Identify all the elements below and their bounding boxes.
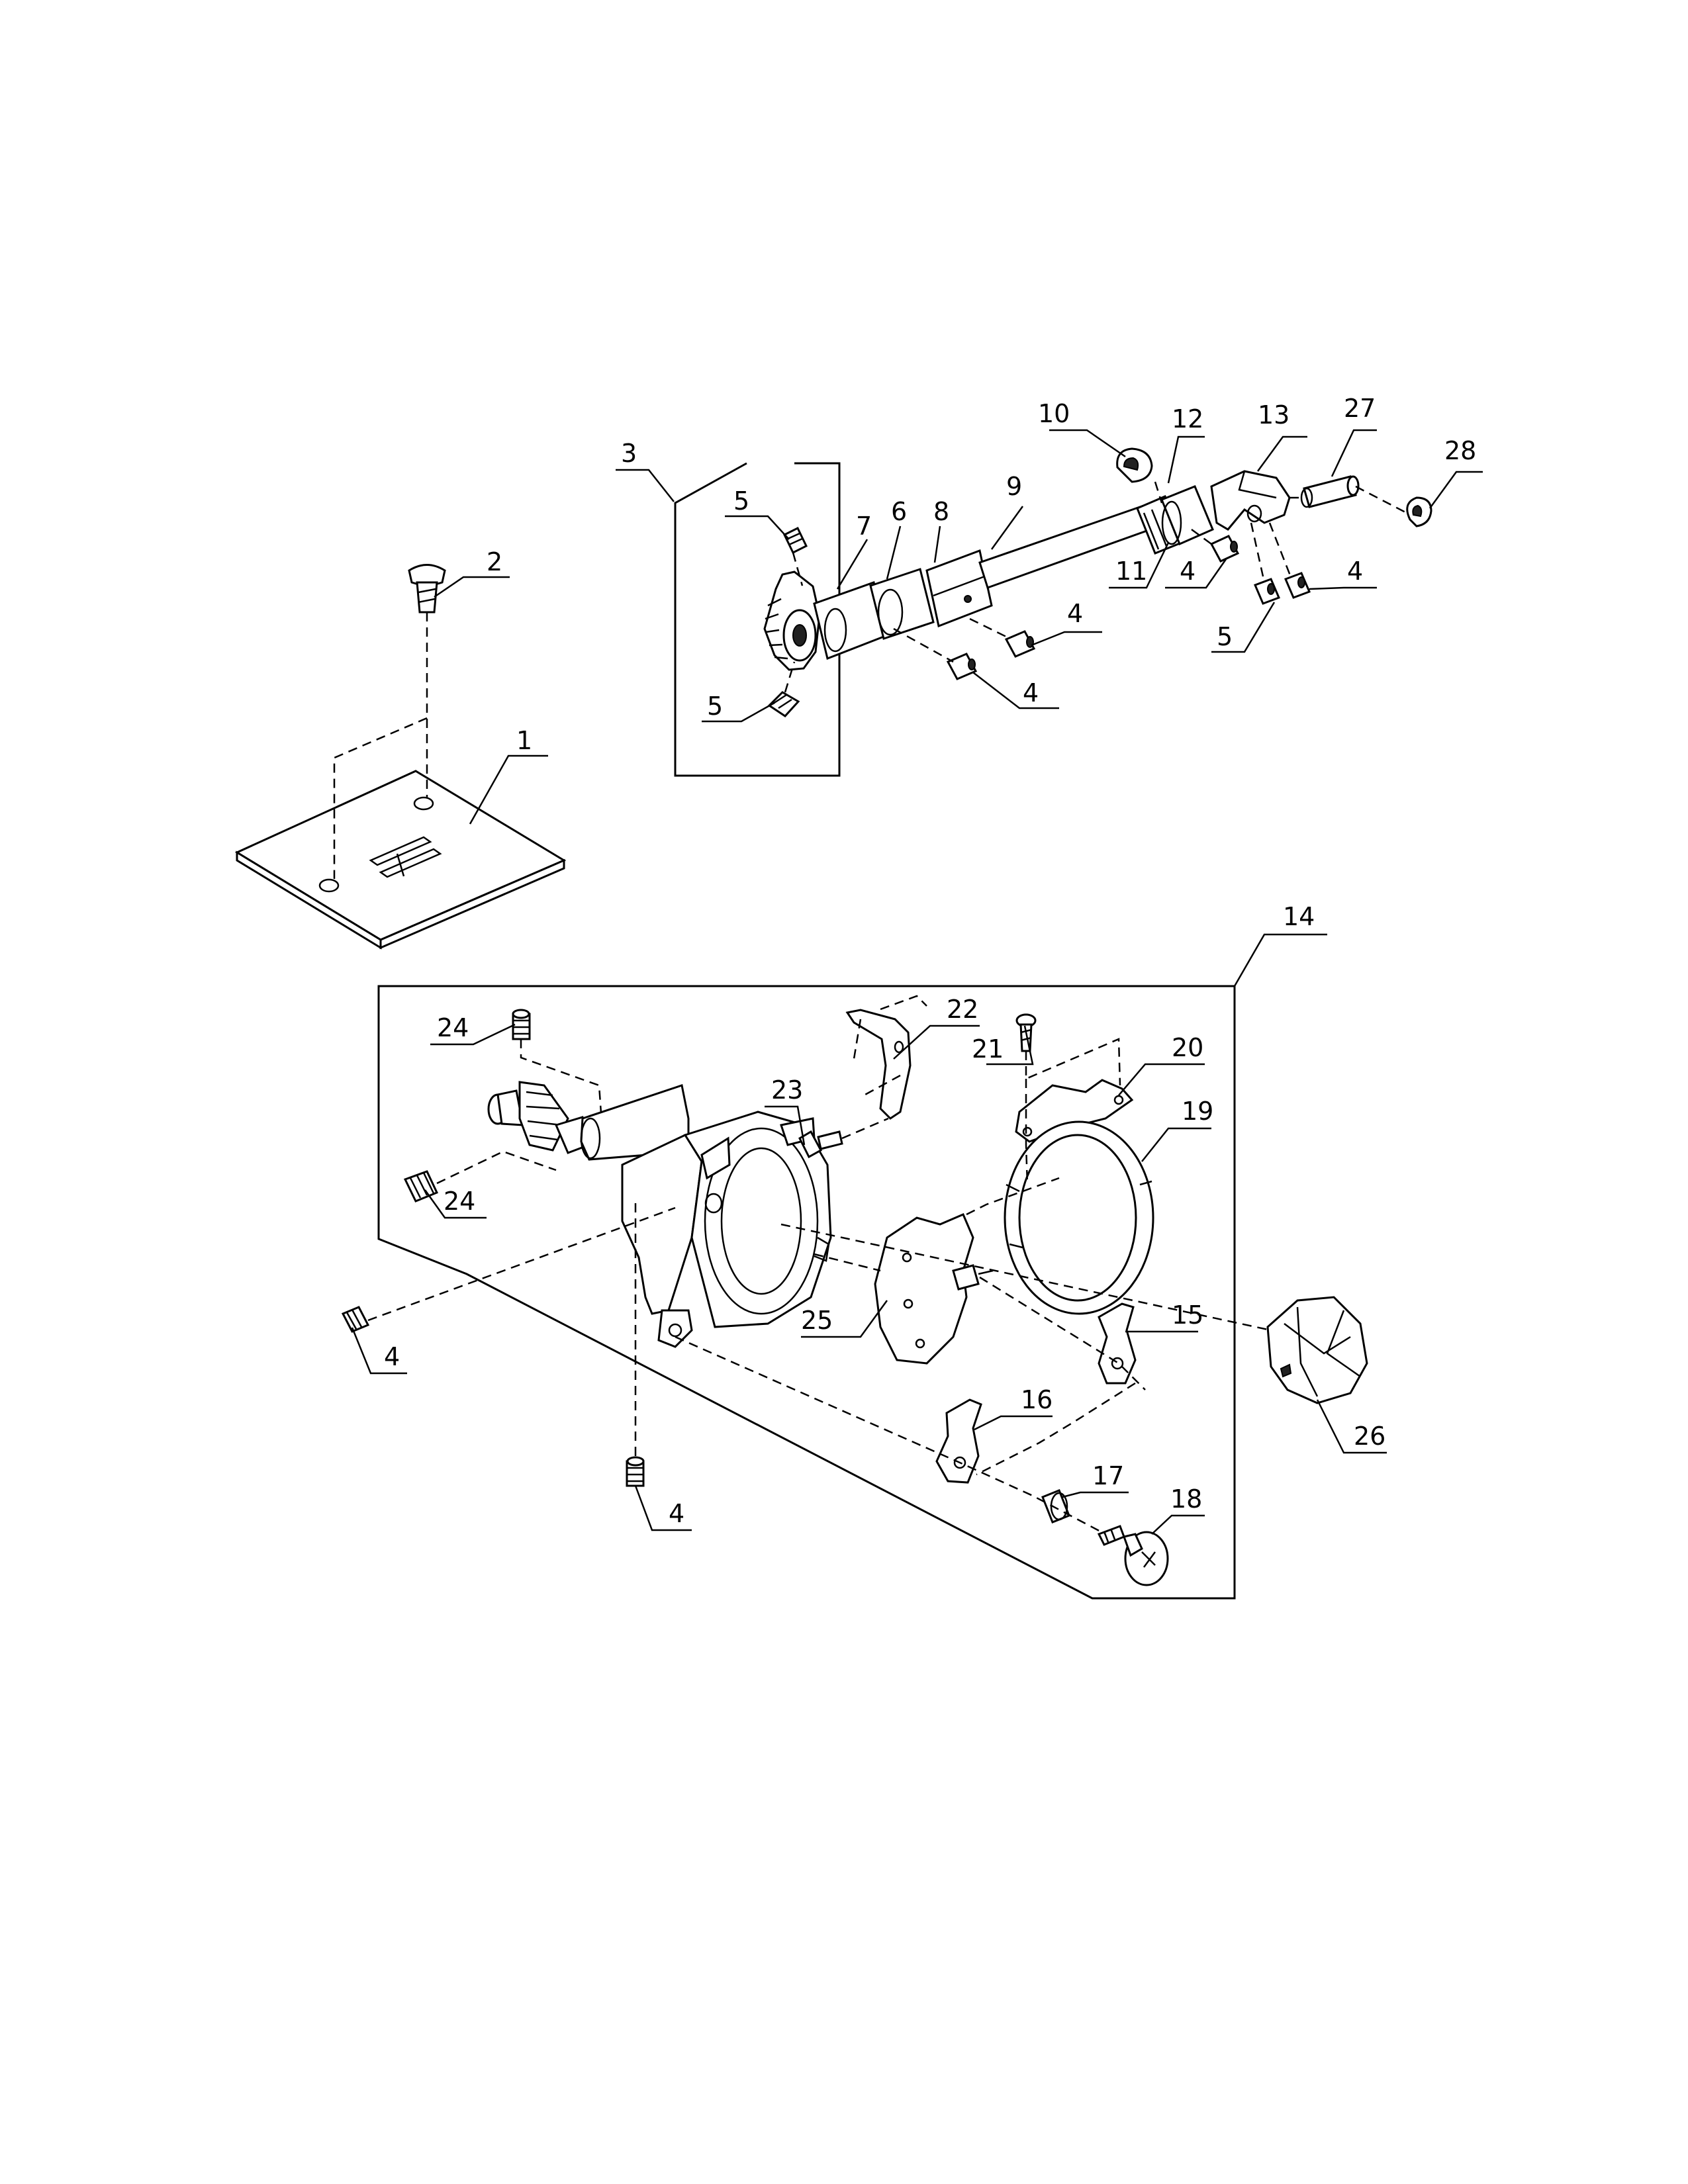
callout-20: 20 [1172, 1033, 1203, 1062]
callout-12: 12 [1172, 404, 1203, 433]
callout-15: 15 [1172, 1300, 1203, 1330]
hook-dash-b [436, 1150, 557, 1185]
retaining-ring-28 [1406, 496, 1432, 527]
callout-23: 23 [771, 1075, 803, 1105]
callout-19: 19 [1182, 1097, 1213, 1126]
hook-body [621, 1111, 832, 1348]
set-screw-4-hook-bottom [626, 1456, 645, 1487]
callout-3: 3 [621, 439, 637, 468]
callout-25: 25 [801, 1306, 833, 1335]
callout-7: 7 [856, 512, 872, 541]
shaft-dash-f [1191, 528, 1212, 545]
callout-4-a: 4 [1067, 599, 1083, 628]
hook-dash-j [780, 1223, 1272, 1332]
hook-drive-gear [487, 1081, 594, 1154]
callout-14: 14 [1283, 902, 1315, 931]
needle-plate [234, 770, 567, 950]
callout-17: 17 [1092, 1461, 1124, 1490]
hook-dash-k [979, 1276, 1146, 1390]
shaft-collar-6 [869, 568, 935, 640]
assembly-3-frame [674, 462, 841, 777]
plate-hole-dash [333, 717, 428, 879]
callout-18: 18 [1170, 1484, 1202, 1514]
callout-4-hook-left: 4 [384, 1342, 400, 1371]
callout-labels: 1 2 3 5 5 7 6 8 9 4 4 10 12 13 27 28 11 … [384, 394, 1476, 1528]
hook-dash-h [1025, 1079, 1029, 1185]
callout-5-top: 5 [733, 486, 749, 516]
set-screw-24-top [512, 1009, 531, 1040]
assembly-14-frame [377, 985, 1236, 1600]
hook-dash-l [675, 1336, 1106, 1535]
callout-10: 10 [1038, 399, 1070, 428]
shaft-dash-h [1289, 485, 1407, 514]
shaft-dash-b [784, 661, 796, 693]
spring-22 [845, 1009, 912, 1120]
shaft-dash-g [1250, 522, 1292, 583]
retaining-ring-10 [1116, 447, 1153, 483]
set-screw-5-top [783, 526, 808, 555]
plate-screw [408, 564, 446, 614]
hook-dash-e [841, 1117, 889, 1140]
shaft-block-8 [925, 549, 993, 628]
screw-23 [798, 1130, 843, 1159]
callout-24-left: 24 [444, 1187, 475, 1216]
shaft-ring-12 [1160, 485, 1214, 545]
callout-4-b: 4 [1023, 678, 1039, 707]
set-screw-4-hook-left [341, 1306, 370, 1333]
screw-21 [1015, 1013, 1037, 1052]
callout-28: 28 [1444, 436, 1476, 465]
bobbin-26 [1266, 1296, 1368, 1404]
hook-dash-f [853, 995, 927, 1097]
shoulder-screw-18 [1097, 1525, 1169, 1586]
bevel-gear-upper [763, 570, 821, 671]
hook-dash-c [367, 1206, 676, 1322]
plate-20 [1015, 1079, 1134, 1143]
callout-13: 13 [1258, 400, 1289, 430]
collar-17 [1041, 1489, 1070, 1524]
callout-1: 1 [516, 726, 532, 755]
lever-15 [1098, 1302, 1137, 1385]
set-screw-4-c [1209, 535, 1240, 563]
shaft-dash-a [792, 552, 804, 586]
callout-27: 27 [1344, 394, 1376, 423]
shaft-pin-27 [1300, 475, 1360, 508]
callout-5-right: 5 [1217, 622, 1233, 651]
crank-13 [1210, 470, 1291, 531]
shaft-dash-c [893, 627, 954, 663]
callout-4-c: 4 [1180, 557, 1196, 586]
callout-16: 16 [1021, 1385, 1053, 1414]
race-ring-19 [1004, 1120, 1154, 1315]
set-screw-24-left [403, 1170, 439, 1203]
callout-5-bottom: 5 [707, 692, 723, 721]
callout-8: 8 [933, 497, 949, 526]
callout-24-top: 24 [437, 1013, 469, 1042]
leader-lines [351, 429, 1483, 1535]
set-screw-5-bottom [767, 691, 800, 717]
shaft-dash-d [969, 617, 1007, 638]
set-screw-4-b [946, 653, 978, 680]
hook-dash-m [976, 1382, 1136, 1476]
callout-4-hook-bottom: 4 [669, 1499, 684, 1528]
shaft-dash-e [1154, 481, 1163, 504]
hook-dash-g [1025, 1038, 1121, 1086]
bobbin-case-25 [874, 1213, 994, 1365]
callout-22: 22 [947, 995, 978, 1024]
set-screw-4-a [1004, 630, 1036, 658]
hook-dash-a [520, 1039, 602, 1114]
callout-21: 21 [972, 1034, 1004, 1064]
callout-26: 26 [1354, 1422, 1385, 1451]
callout-6: 6 [891, 497, 907, 526]
callout-9: 9 [1006, 472, 1022, 501]
hook-dash-i [814, 1177, 1060, 1272]
set-screw-5-right [1254, 578, 1280, 605]
callout-4-d: 4 [1347, 557, 1363, 586]
callout-2: 2 [487, 547, 502, 576]
set-screw-4-d [1284, 572, 1311, 599]
callout-11: 11 [1115, 557, 1147, 586]
